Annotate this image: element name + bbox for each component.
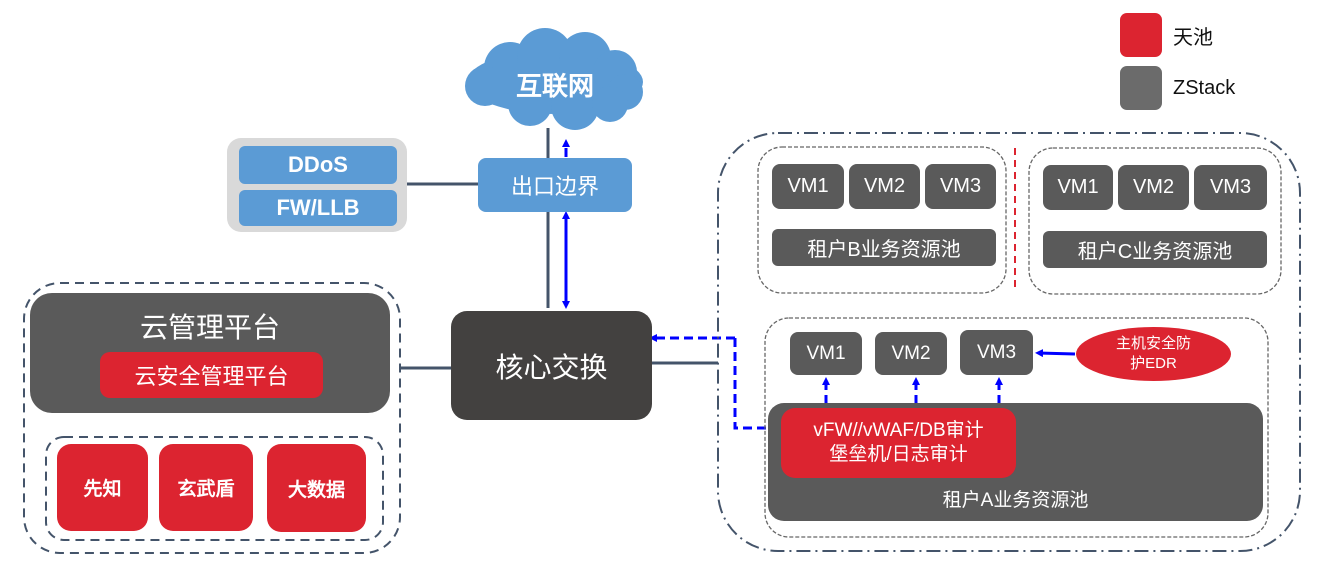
- legend-swatch-gray: [1120, 66, 1162, 110]
- tenant-security-services[interactable]: vFW//vWAF/DB审计 堡垒机/日志审计: [781, 408, 1016, 478]
- tenant-a-vm3[interactable]: VM3: [960, 330, 1033, 375]
- tenant-a-border: [764, 317, 1269, 538]
- edr-node[interactable]: 主机安全防 护EDR: [1076, 327, 1231, 381]
- core-switch-node[interactable]: 核心交换: [451, 311, 652, 420]
- security-services-line-2: 堡垒机/日志审计: [829, 444, 968, 465]
- tenant-a-vm2[interactable]: VM2: [875, 332, 947, 375]
- legend: 天池 ZStack: [1120, 13, 1235, 110]
- tenant-b-border: [757, 146, 1007, 294]
- tenant-b-vm3[interactable]: VM3: [925, 164, 996, 209]
- legend-label: ZStack: [1173, 76, 1236, 99]
- tenant-b-pool[interactable]: 租户B业务资源池: [772, 229, 996, 266]
- edge-node[interactable]: 出口边界: [478, 158, 632, 212]
- tenant-c-pool[interactable]: 租户C业务资源池: [1043, 231, 1267, 268]
- security-services-line-1: vFW//vWAF/DB审计: [813, 420, 984, 441]
- edr-arrow: [1035, 349, 1076, 358]
- legend-item-zstack: ZStack: [1120, 66, 1235, 110]
- edr-line-2: 护EDR: [1130, 355, 1177, 372]
- ddos-node[interactable]: DDoS: [239, 146, 397, 184]
- cloud-security-mgmt-node[interactable]: 云安全管理平台: [100, 352, 323, 398]
- tenant-a-vm1[interactable]: VM1: [790, 332, 862, 375]
- legend-label: 天池: [1173, 26, 1213, 49]
- tool-xuanwudun[interactable]: 玄武盾: [159, 444, 253, 531]
- legend-item-tianchi: 天池: [1120, 13, 1235, 57]
- tenant-c-vm3[interactable]: VM3: [1194, 165, 1267, 210]
- tenant-a-pool-label: 租户A业务资源池: [942, 489, 1089, 511]
- tool-xianzhi[interactable]: 先知: [57, 444, 148, 531]
- tenant-c-border: [1028, 147, 1282, 295]
- legend-swatch-red: [1120, 13, 1162, 57]
- edr-line-1: 主机安全防: [1115, 335, 1191, 352]
- mgmt-group-border: [23, 282, 401, 554]
- tenant-c-vm1[interactable]: VM1: [1043, 165, 1113, 210]
- tenant-c-vm2[interactable]: VM2: [1118, 165, 1189, 210]
- zstack-cloud-border: [717, 132, 1301, 552]
- fw-llb-node[interactable]: FW/LLB: [239, 190, 397, 226]
- tenant-b-vm2[interactable]: VM2: [849, 164, 920, 209]
- network-links: [397, 128, 718, 370]
- tool-bigdata[interactable]: 大数据: [267, 444, 366, 532]
- cloud-icon: [465, 28, 643, 130]
- tenant-b-vm1[interactable]: VM1: [772, 164, 844, 209]
- cloud-mgmt-title: 云管理平台: [139, 312, 280, 343]
- internet-label: 互联网: [515, 70, 594, 101]
- traffic-flow-arrows: [562, 139, 1003, 432]
- tools-group-border: [45, 436, 384, 541]
